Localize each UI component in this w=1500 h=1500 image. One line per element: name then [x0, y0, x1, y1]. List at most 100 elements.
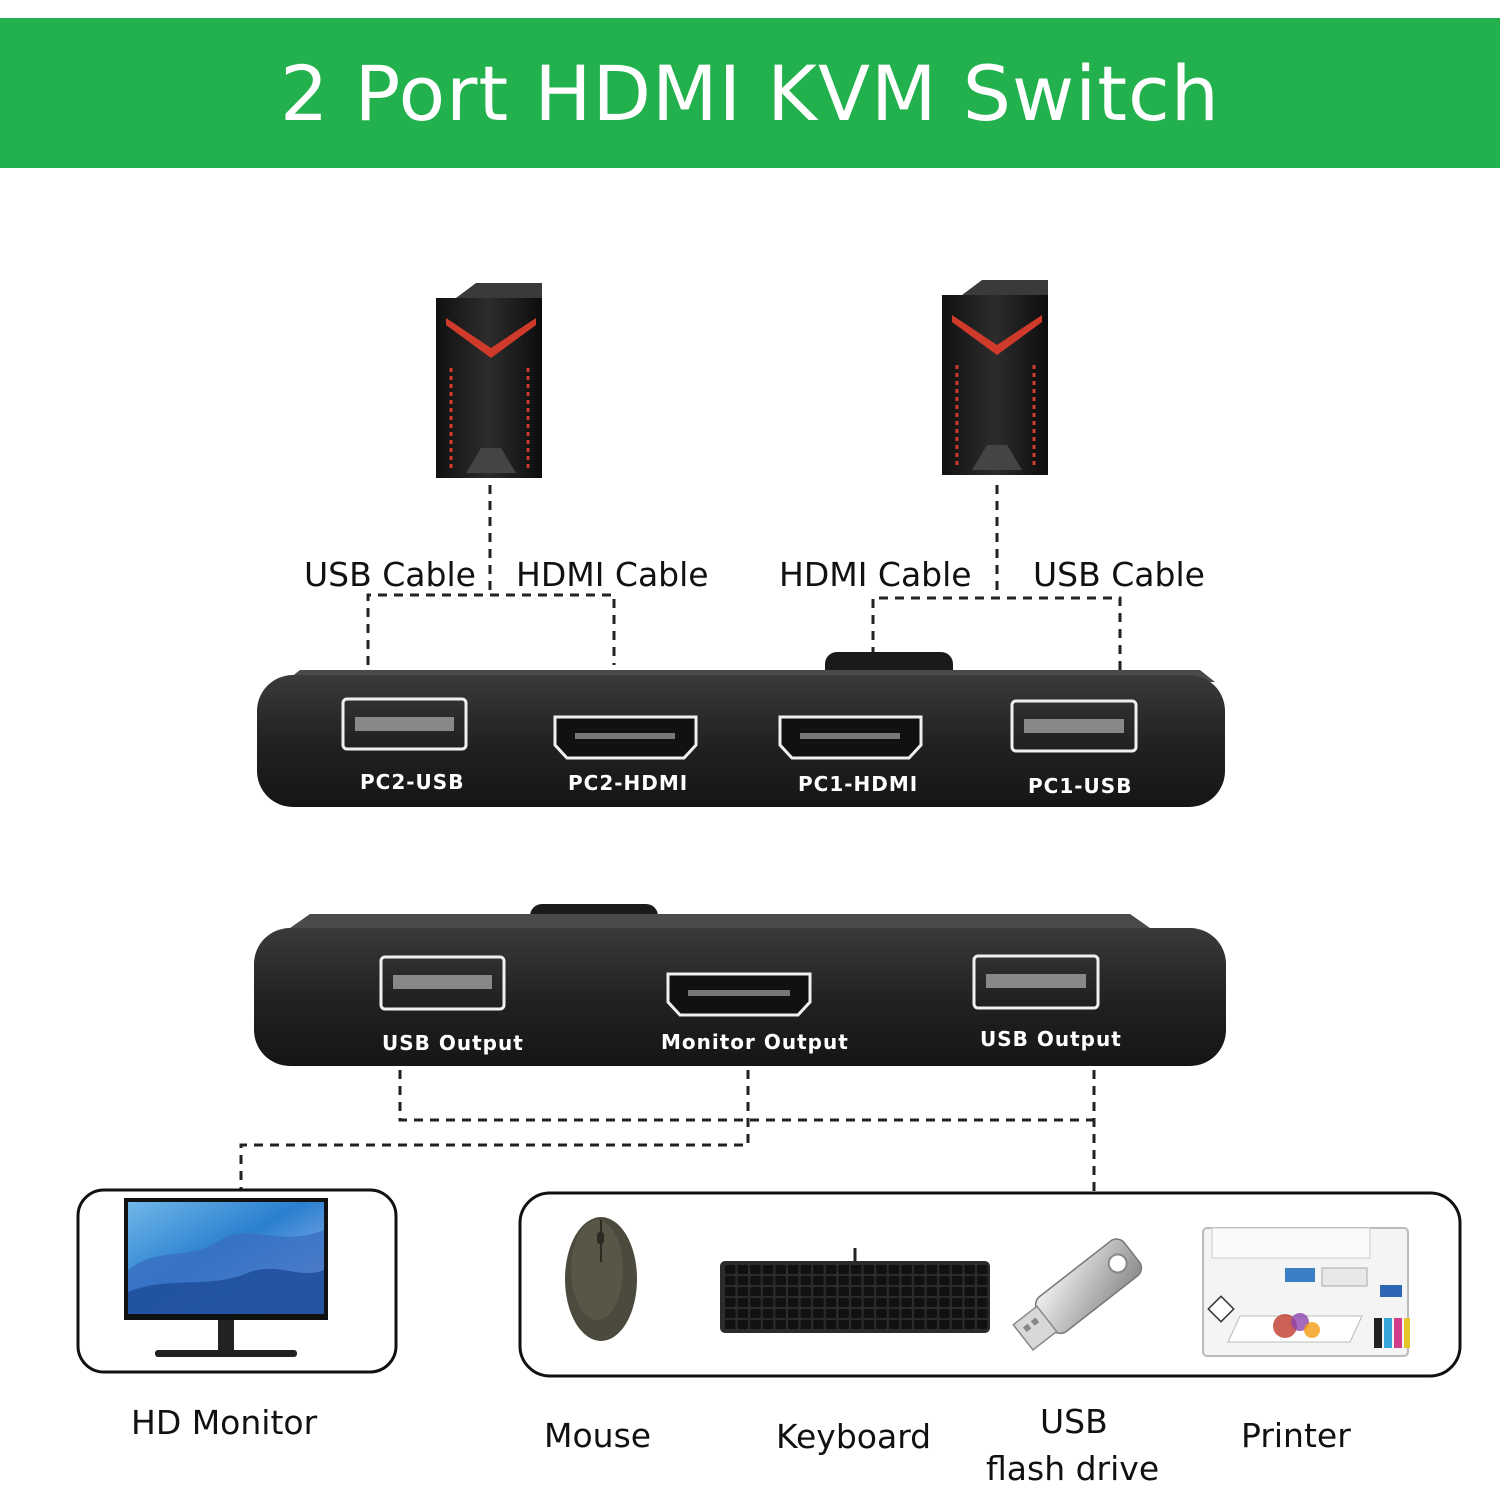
- keyboard-key: [800, 1287, 812, 1296]
- port-label-usb-output-left: USB Output: [382, 1031, 524, 1055]
- keyboard-key: [964, 1309, 975, 1318]
- keyboard-key: [750, 1287, 761, 1296]
- keyboard-key: [800, 1298, 812, 1307]
- keyboard-key: [838, 1276, 849, 1285]
- keyboard-key: [863, 1309, 875, 1318]
- keyboard-key: [926, 1287, 938, 1296]
- device-label-flash-drive: flash drive: [986, 1449, 1160, 1488]
- keyboard-key: [775, 1276, 786, 1285]
- kvm-switch-icon: [254, 904, 1226, 1066]
- keyboard-key: [737, 1320, 749, 1329]
- keyboard-key: [977, 1320, 988, 1329]
- keyboard-key: [914, 1298, 925, 1307]
- device-label-monitor: HD Monitor: [131, 1403, 318, 1442]
- keyboard-key: [951, 1265, 963, 1274]
- keyboard-key: [788, 1287, 799, 1296]
- keyboard-key: [951, 1287, 963, 1296]
- keyboard-key: [750, 1265, 761, 1274]
- keyboard-key: [813, 1320, 824, 1329]
- keyboard-icon: [720, 1248, 990, 1333]
- keyboard-key: [825, 1276, 837, 1285]
- keyboard-key: [888, 1320, 900, 1329]
- keyboard-key: [750, 1298, 761, 1307]
- keyboard-key: [813, 1287, 824, 1296]
- keyboard-key: [951, 1320, 963, 1329]
- keyboard-key: [851, 1298, 862, 1307]
- keyboard-key: [788, 1265, 799, 1274]
- keyboard-key: [977, 1265, 988, 1274]
- keyboard-key: [888, 1298, 900, 1307]
- keyboard-key: [863, 1320, 875, 1329]
- keyboard-key: [851, 1287, 862, 1296]
- keyboard-key: [851, 1276, 862, 1285]
- keyboard-key: [939, 1287, 950, 1296]
- device-label-usb: USB: [1040, 1402, 1108, 1441]
- port-label-pc1-hdmi: PC1-HDMI: [798, 772, 919, 796]
- keyboard-key: [939, 1320, 950, 1329]
- keyboard-key: [863, 1276, 875, 1285]
- pc-tower-icon: [436, 283, 542, 478]
- keyboard-key: [901, 1287, 912, 1296]
- keyboard-key: [977, 1298, 988, 1307]
- monitor-icon: [124, 1198, 328, 1357]
- keyboard-key: [725, 1276, 736, 1285]
- keyboard-key: [876, 1298, 887, 1307]
- keyboard-key: [863, 1287, 875, 1296]
- keyboard-key: [901, 1276, 912, 1285]
- keyboard-key: [888, 1309, 900, 1318]
- keyboard-key: [762, 1309, 774, 1318]
- connector-lines: [239, 485, 1122, 1192]
- keyboard-key: [762, 1276, 774, 1285]
- keyboard-key: [775, 1320, 786, 1329]
- keyboard-key: [762, 1320, 774, 1329]
- keyboard-key: [825, 1320, 837, 1329]
- mouse-icon: [565, 1217, 637, 1341]
- port-label-pc1-usb: PC1-USB: [1028, 774, 1133, 798]
- device-label-keyboard: Keyboard: [776, 1417, 932, 1456]
- keyboard-key: [762, 1298, 774, 1307]
- keyboard-key: [825, 1287, 837, 1296]
- keyboard-key: [863, 1298, 875, 1307]
- keyboard-key: [926, 1276, 938, 1285]
- keyboard-key: [800, 1309, 812, 1318]
- keyboard-key: [788, 1320, 799, 1329]
- cable-label-hdmi-left: HDMI Cable: [516, 555, 709, 594]
- keyboard-key: [939, 1276, 950, 1285]
- keyboard-key: [838, 1265, 849, 1274]
- keyboard-key: [800, 1265, 812, 1274]
- keyboard-key: [725, 1309, 736, 1318]
- keyboard-key: [926, 1309, 938, 1318]
- keyboard-key: [725, 1298, 736, 1307]
- keyboard-key: [838, 1298, 849, 1307]
- keyboard-key: [888, 1287, 900, 1296]
- cable-label-usb-right: USB Cable: [1033, 555, 1205, 594]
- usb-flash-drive-icon: [1012, 1238, 1143, 1351]
- keyboard-key: [775, 1265, 786, 1274]
- keyboard-key: [825, 1298, 837, 1307]
- keyboard-key: [813, 1298, 824, 1307]
- keyboard-key: [762, 1287, 774, 1296]
- keyboard-key: [977, 1276, 988, 1285]
- keyboard-key: [838, 1320, 849, 1329]
- keyboard-key: [939, 1265, 950, 1274]
- port-label-pc2-hdmi: PC2-HDMI: [568, 771, 689, 795]
- pc-tower-icon: [942, 280, 1048, 475]
- keyboard-key: [813, 1276, 824, 1285]
- keyboard-key: [838, 1309, 849, 1318]
- keyboard-key: [901, 1309, 912, 1318]
- cable-label-usb-left: USB Cable: [304, 555, 476, 594]
- page-title: 2 Port HDMI KVM Switch: [280, 48, 1220, 138]
- keyboard-key: [775, 1309, 786, 1318]
- keyboard-key: [838, 1287, 849, 1296]
- keyboard-key: [788, 1309, 799, 1318]
- port-label-pc2-usb: PC2-USB: [360, 770, 465, 794]
- keyboard-key: [964, 1298, 975, 1307]
- keyboard-key: [863, 1265, 875, 1274]
- keyboard-key: [964, 1276, 975, 1285]
- keyboard-key: [939, 1309, 950, 1318]
- keyboard-key: [800, 1276, 812, 1285]
- keyboard-key: [750, 1309, 761, 1318]
- keyboard-key: [825, 1265, 837, 1274]
- keyboard-key: [951, 1309, 963, 1318]
